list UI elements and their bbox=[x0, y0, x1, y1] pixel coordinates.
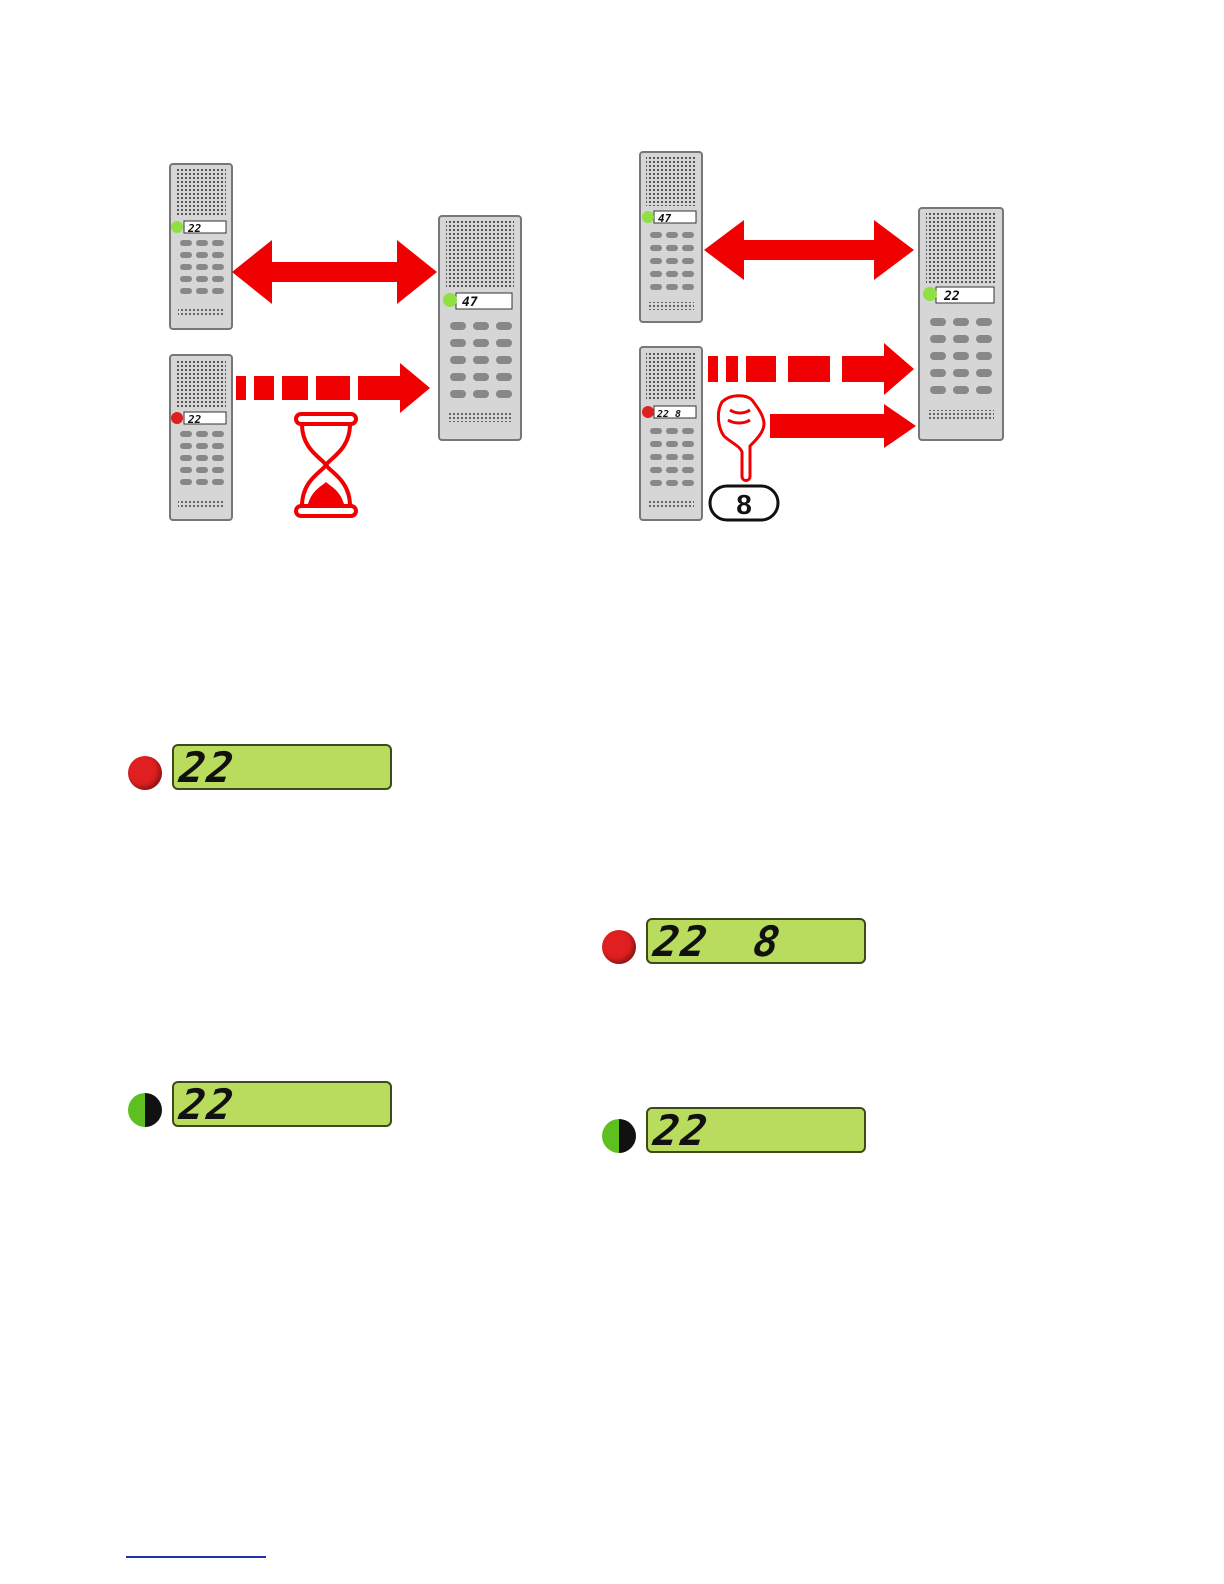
dashed-arrow bbox=[236, 363, 430, 413]
status-led-red bbox=[171, 412, 183, 424]
handset-top: 22 bbox=[170, 164, 232, 329]
handset-bottom-display: 22 8 bbox=[656, 409, 681, 420]
half-green-led-icon bbox=[602, 1119, 636, 1153]
red-led-icon bbox=[128, 756, 162, 790]
lcd-digits: 22 bbox=[651, 920, 712, 964]
lcd-screen: 22 bbox=[646, 1107, 866, 1153]
lcd-panel-green-right: 22 bbox=[602, 1107, 870, 1157]
lcd-panel-red-left: 22 bbox=[128, 744, 396, 794]
status-led-green bbox=[923, 287, 937, 301]
lcd-digits: 22 bbox=[651, 1109, 712, 1153]
handset-bottom-display: 22 bbox=[187, 413, 202, 426]
status-led-green bbox=[171, 221, 183, 233]
status-led-green bbox=[443, 293, 457, 307]
key-8-button: 8 bbox=[710, 486, 778, 520]
base-station: 47 bbox=[439, 216, 521, 440]
lcd-screen: 22 bbox=[172, 1081, 392, 1127]
hand-pointer-icon bbox=[718, 396, 764, 481]
red-led-icon bbox=[602, 930, 636, 964]
hourglass-icon bbox=[296, 414, 356, 516]
base-display: 22 bbox=[943, 289, 960, 304]
handset-top-display: 47 bbox=[658, 212, 672, 225]
dashed-arrow bbox=[708, 343, 914, 395]
handset-top-display: 22 bbox=[187, 222, 202, 235]
key-8-label: 8 bbox=[736, 489, 752, 520]
solid-arrow bbox=[770, 404, 916, 448]
lcd-screen: 22 bbox=[172, 744, 392, 790]
lcd-digits: 22 bbox=[177, 746, 238, 790]
left-scene-diagram: 22 22 47 bbox=[0, 0, 612, 560]
lcd-screen: 22 8 bbox=[646, 918, 866, 964]
base-display: 47 bbox=[462, 295, 478, 310]
handset-top: 47 bbox=[640, 152, 702, 322]
status-led-red bbox=[642, 406, 654, 418]
handset-bottom: 22 bbox=[170, 355, 232, 520]
handset-bottom: 22 8 bbox=[640, 347, 702, 520]
lcd-panel-red-right: 22 8 bbox=[602, 918, 870, 968]
half-green-led-icon bbox=[128, 1093, 162, 1127]
double-arrow bbox=[232, 240, 437, 304]
right-scene-diagram: 47 22 8 22 bbox=[612, 0, 1224, 560]
base-station: 22 bbox=[919, 208, 1003, 440]
lcd-digits: 22 bbox=[177, 1083, 238, 1127]
lcd-panel-green-left: 22 bbox=[128, 1081, 396, 1131]
footnote-separator bbox=[126, 1556, 266, 1558]
lcd-extra-digit: 8 bbox=[751, 920, 784, 964]
double-arrow bbox=[704, 220, 914, 280]
status-led-green bbox=[642, 211, 654, 223]
